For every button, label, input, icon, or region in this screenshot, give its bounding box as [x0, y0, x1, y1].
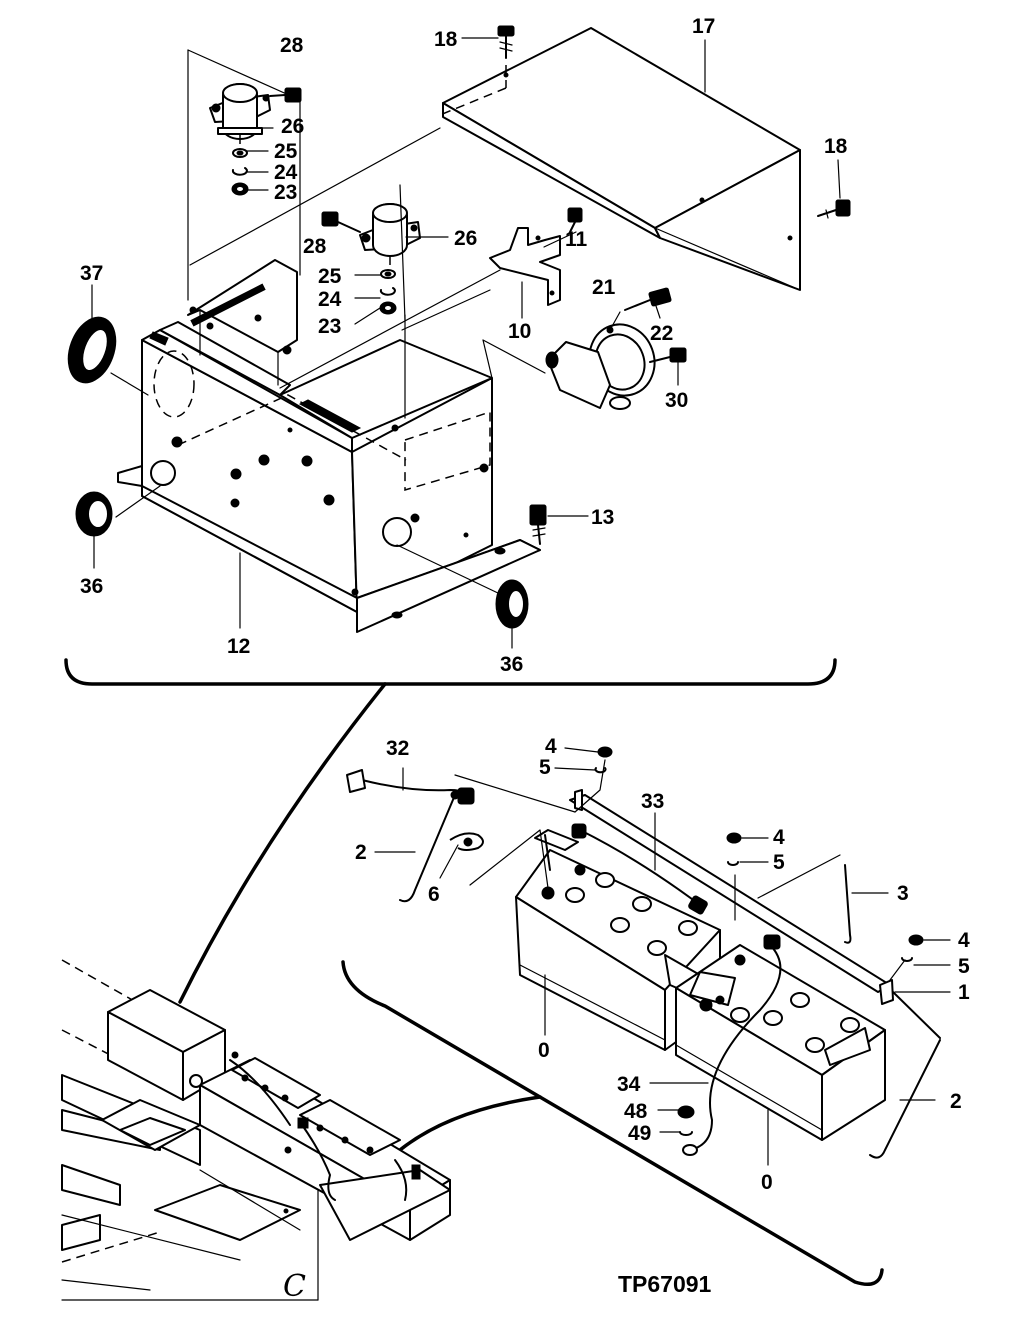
- hook-rod-left: [399, 794, 456, 903]
- cover-bolt-top: [497, 25, 515, 78]
- callout-36-left: 36: [80, 575, 103, 598]
- callout-24-upper: 24: [274, 161, 298, 184]
- cover-bolt-right: [817, 199, 851, 219]
- callout-5-mid: 5: [773, 851, 785, 874]
- callout-18-top: 18: [434, 28, 458, 51]
- upper-assembly: [67, 25, 851, 649]
- callout-0-left: 0: [538, 1039, 550, 1062]
- callout-4-top: 4: [545, 735, 557, 758]
- battery-box: [110, 259, 541, 633]
- view-annotation: C: [283, 1269, 306, 1304]
- wire-harness: [346, 769, 475, 805]
- nut-washer-lower-right: [901, 934, 924, 962]
- lower-callout-leaders: [374, 747, 951, 1166]
- callout-4-mid: 4: [773, 826, 785, 849]
- callout-2-right: 2: [950, 1090, 962, 1113]
- horn-screw-22: [624, 287, 672, 311]
- callout-28-lower: 28: [303, 235, 327, 258]
- nut-washer-upper-left: [594, 746, 613, 774]
- battery-link-cable: [571, 823, 708, 915]
- callout-30: 30: [665, 389, 688, 412]
- callout-33: 33: [641, 790, 664, 813]
- upper-to-machine-line: [178, 682, 387, 1004]
- callout-37: 37: [80, 262, 103, 285]
- callout-24-lower: 24: [318, 288, 342, 311]
- callout-13: 13: [591, 506, 614, 529]
- callout-26-upper: 26: [281, 115, 304, 138]
- callout-49: 49: [628, 1122, 651, 1145]
- grommet-37: [67, 316, 117, 384]
- callout-12: 12: [227, 635, 250, 658]
- callout-5-low: 5: [958, 955, 970, 978]
- callout-17: 17: [692, 15, 715, 38]
- callout-21: 21: [592, 276, 616, 299]
- callout-32: 32: [386, 737, 409, 760]
- relay-lower: [359, 203, 421, 270]
- battery-right: [675, 944, 886, 1141]
- lower-leader-lines: [454, 759, 906, 981]
- callout-18-right: 18: [824, 135, 848, 158]
- relay-screw-lower: [321, 211, 361, 233]
- callout-labels: 28 26 25 24 23 18 17 18 28 26 25 24 23 1…: [80, 15, 970, 1194]
- ground-nut-washer: [677, 1105, 695, 1136]
- relay-hardware-lower: [379, 269, 406, 419]
- relay-upper: [209, 83, 271, 150]
- machine-overview: [61, 959, 451, 1301]
- box-bolt-13: [529, 504, 547, 545]
- callout-26-lower: 26: [454, 227, 477, 250]
- battery-right-caps: [730, 992, 860, 1053]
- hook-rod-3: [844, 864, 852, 944]
- bracket-screw: [567, 207, 583, 233]
- relay-screw-upper: [269, 87, 302, 103]
- callout-11: 11: [565, 228, 588, 251]
- callout-3: 3: [897, 882, 909, 905]
- battery-hold-down-bar: [569, 789, 941, 1039]
- callout-22: 22: [650, 322, 673, 345]
- grommet-36-right: [495, 579, 529, 629]
- upper-callout-leaders: [91, 37, 841, 649]
- callout-23-lower: 23: [318, 315, 341, 338]
- callout-1: 1: [958, 981, 970, 1004]
- callout-36-right: 36: [500, 653, 523, 676]
- relay-hardware-upper: [231, 148, 249, 196]
- horn-screw-30: [649, 347, 687, 363]
- callout-48: 48: [624, 1100, 648, 1123]
- callout-5-top: 5: [539, 756, 551, 779]
- callout-23-upper: 23: [274, 181, 297, 204]
- callout-0-right: 0: [761, 1171, 773, 1194]
- upper-group-brace: [64, 658, 837, 686]
- callout-10: 10: [508, 320, 531, 343]
- figure-code: TP67091: [618, 1271, 712, 1297]
- battery-box-cover: [439, 27, 801, 291]
- terminal-clamp: [449, 832, 484, 851]
- hook-rod-right: [869, 1039, 941, 1159]
- lower-to-machine-line: [398, 1095, 542, 1152]
- horn: [545, 311, 656, 410]
- callout-4-low: 4: [958, 929, 970, 952]
- grommet-36-left: [75, 491, 113, 537]
- battery-ground-cable: [682, 934, 782, 1156]
- callout-6: 6: [428, 883, 440, 906]
- callout-34: 34: [617, 1073, 641, 1096]
- callout-25-lower: 25: [318, 265, 342, 288]
- upper-leader-lines: [187, 49, 546, 389]
- nut-washer-upper-right: [726, 832, 742, 866]
- lower-group-brace: [341, 960, 884, 1286]
- battery-left-caps: [565, 872, 698, 956]
- callout-28-upper: 28: [280, 34, 304, 57]
- battery-assembly: [346, 746, 951, 1166]
- mounting-bracket: [489, 227, 577, 306]
- callout-25-upper: 25: [274, 140, 298, 163]
- callout-2-left: 2: [355, 841, 367, 864]
